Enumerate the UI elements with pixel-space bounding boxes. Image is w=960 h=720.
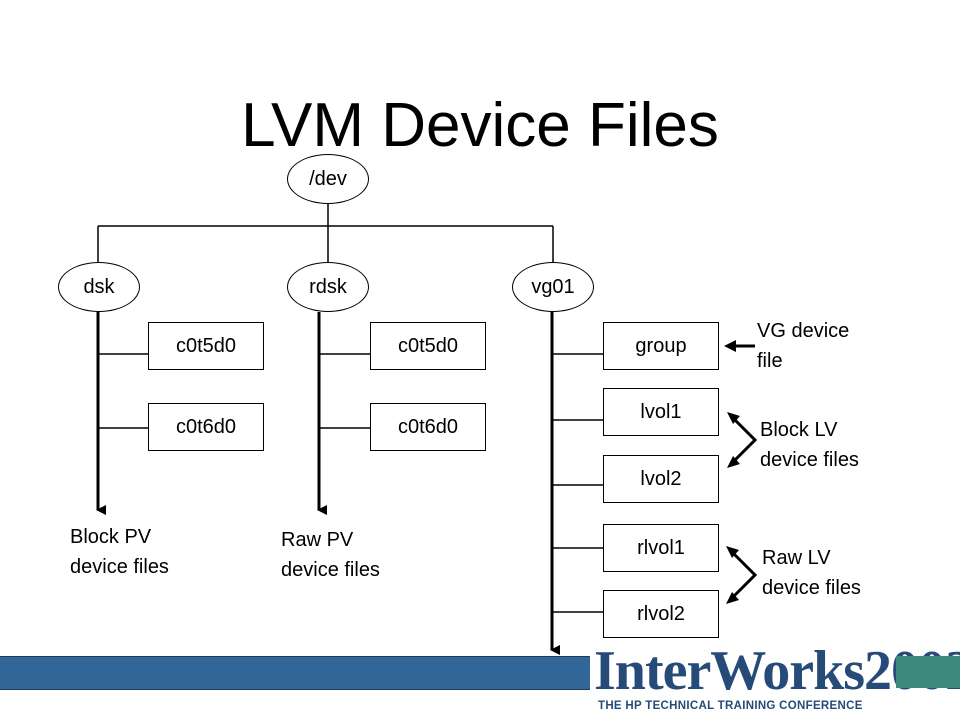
raw-lv-label-line-1: Raw LV [762,547,831,569]
vg01-file-rlvol2: rlvol2 [603,590,719,638]
dev-directory-node: /dev [287,154,369,204]
footer-accent-block [896,656,960,688]
vg-device-file-label: VG device file [757,316,849,376]
block-pv-label: Block PV device files [70,522,169,582]
rdsk-directory-node: rdsk [287,262,369,312]
dsk-file-c0t6d0: c0t6d0 [148,403,264,451]
slide-title: LVM Device Files [241,91,719,160]
vg-device-label-line-2: file [757,350,783,372]
vg01-file-lvol2: lvol2 [603,455,719,503]
raw-pv-label: Raw PV device files [281,525,380,585]
raw-lv-label: Raw LV device files [762,543,861,603]
logo-tagline: THE HP TECHNICAL TRAINING CONFERENCE [598,700,863,712]
rdsk-file-c0t6d0: c0t6d0 [370,403,486,451]
block-pv-label-line-1: Block PV [70,526,152,548]
interworks-logo: InterWorks2002 THE HP TECHNICAL TRAINING… [590,640,960,720]
vg01-directory-node: vg01 [512,262,594,312]
vg01-file-group: group [603,322,719,370]
vg01-file-rlvol1: rlvol1 [603,524,719,572]
rdsk-file-c0t5d0: c0t5d0 [370,322,486,370]
vg01-file-lvol1: lvol1 [603,388,719,436]
block-lv-label-line-1: Block LV [760,419,838,441]
block-lv-label-line-2: device files [760,449,859,471]
block-pv-label-line-2: device files [70,556,169,578]
dsk-directory-node: dsk [58,262,140,312]
dsk-file-c0t5d0: c0t5d0 [148,322,264,370]
raw-pv-label-line-2: device files [281,559,380,581]
vg-device-label-line-1: VG device [757,320,850,342]
block-lv-label: Block LV device files [760,415,859,475]
raw-pv-label-line-1: Raw PV [281,529,354,551]
footer-bar [0,656,590,690]
raw-lv-label-line-2: device files [762,577,861,599]
